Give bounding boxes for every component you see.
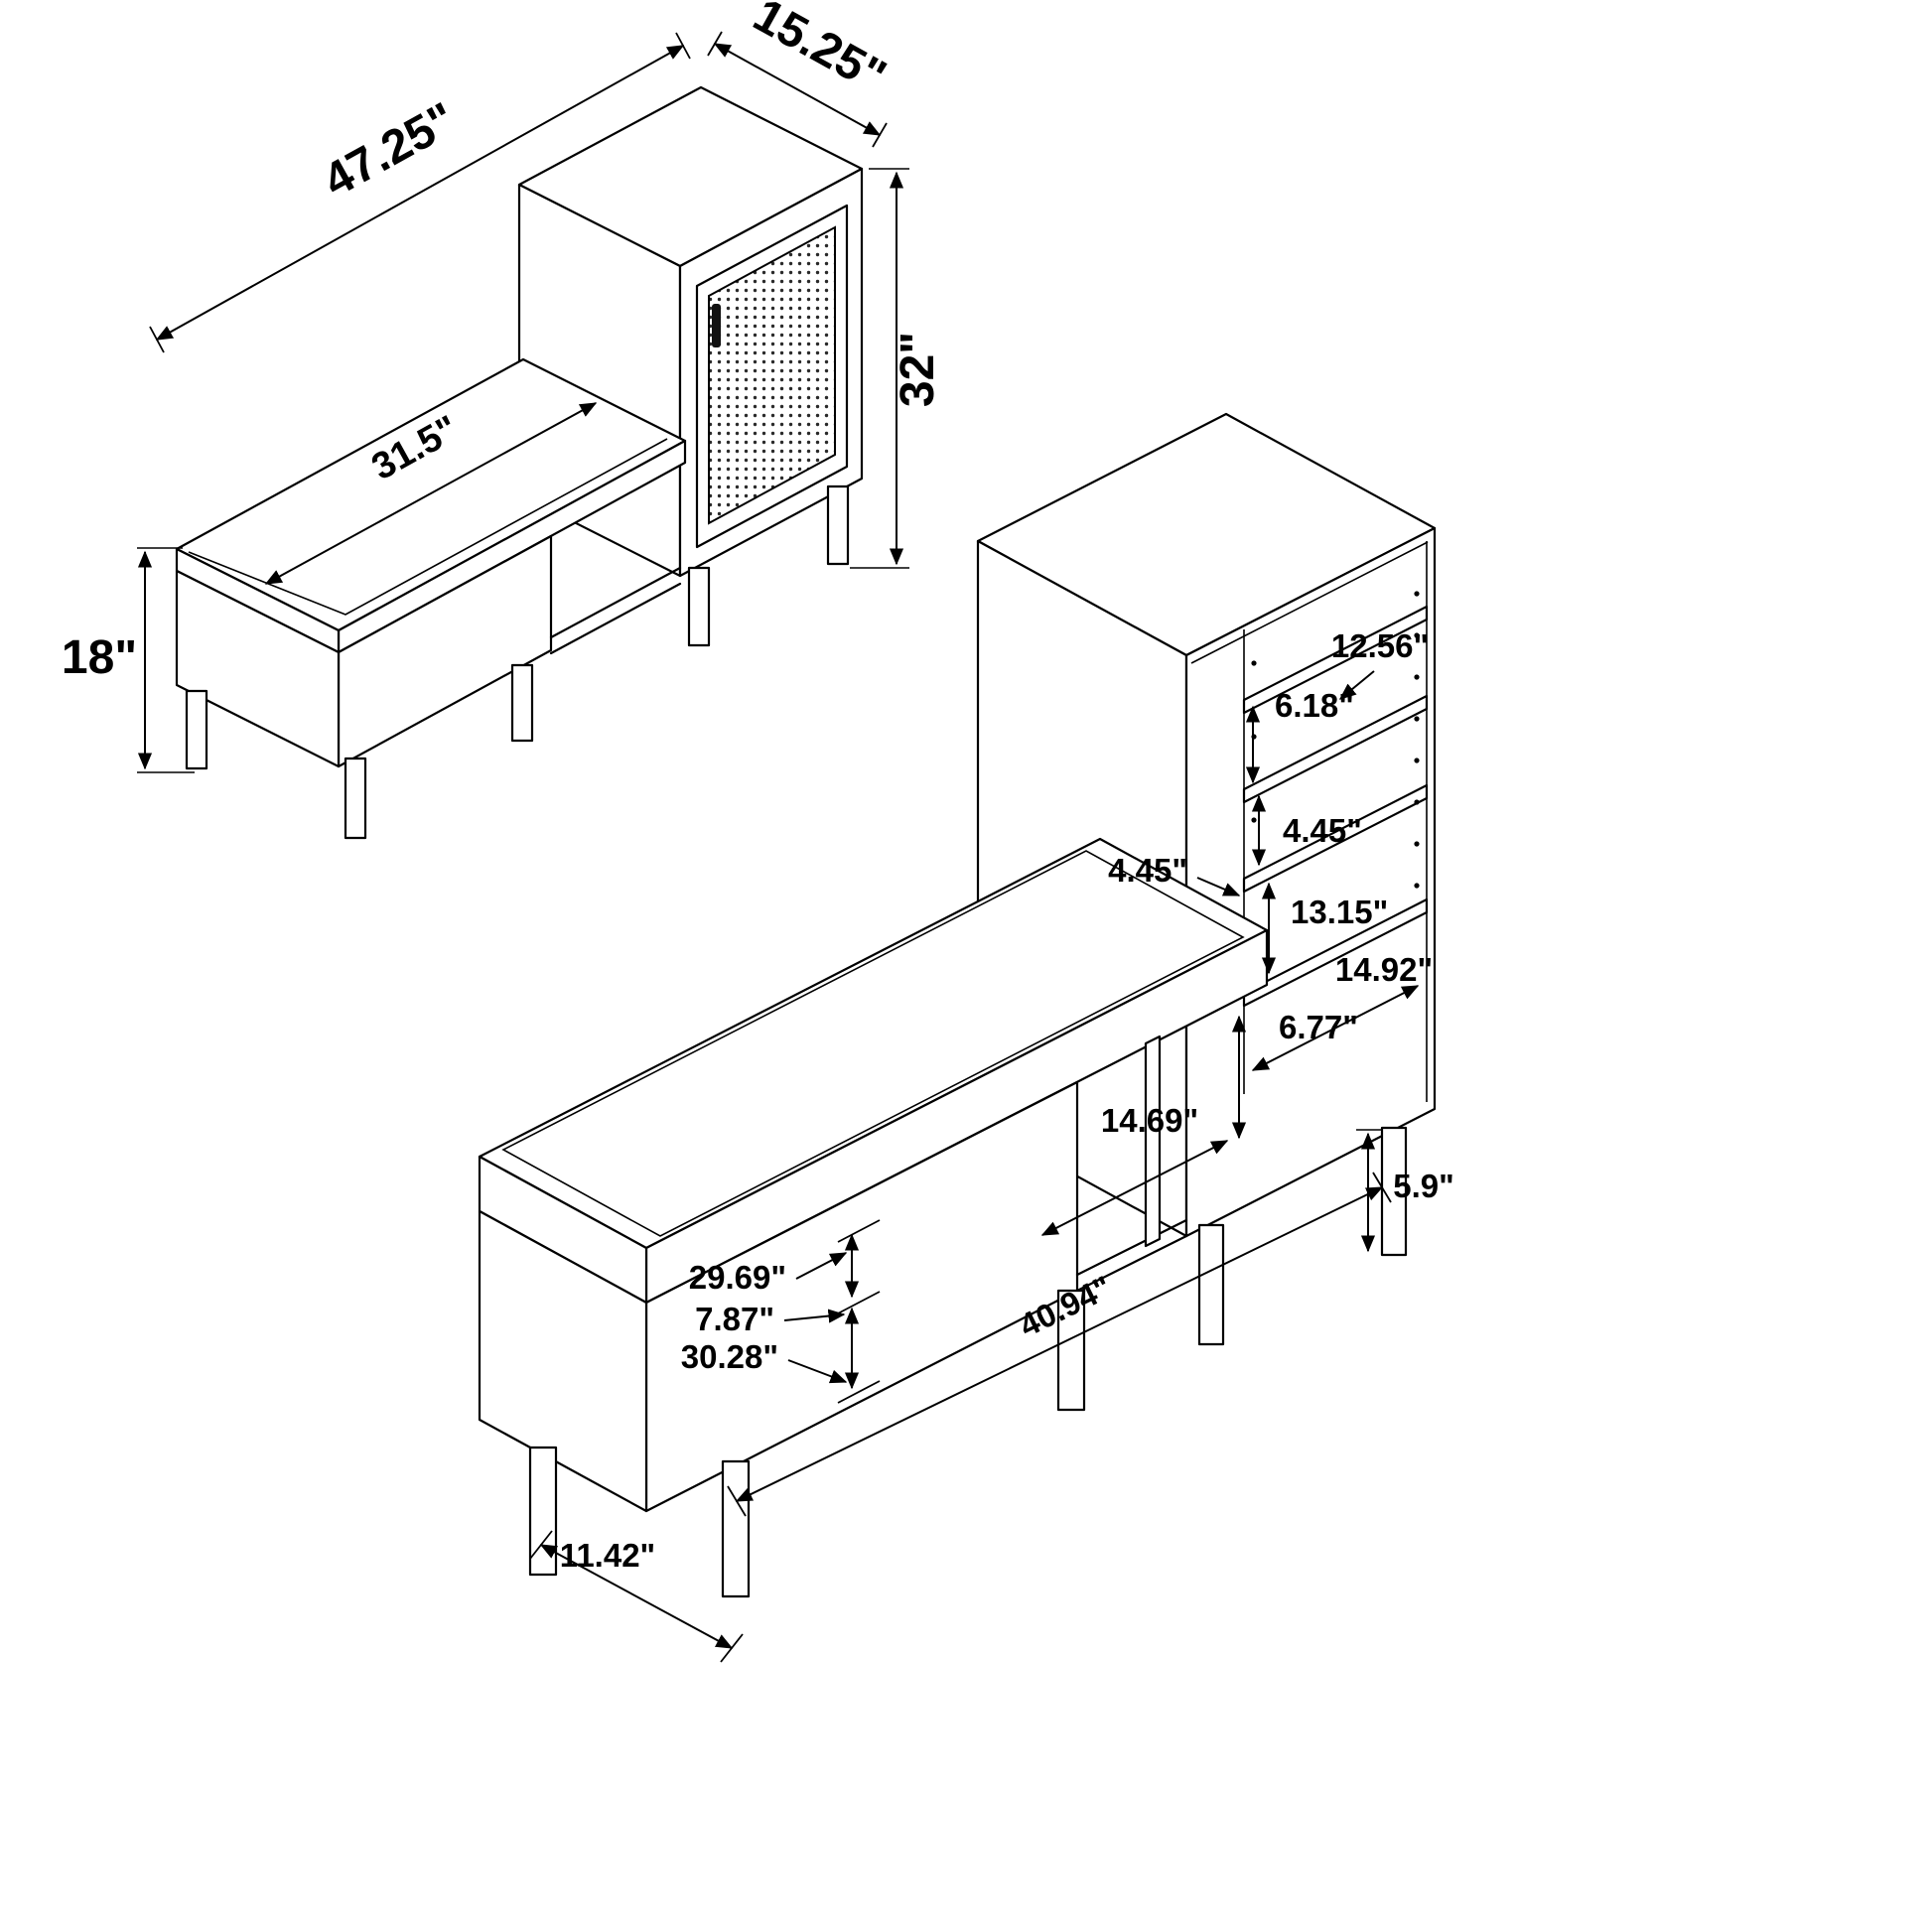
- dim-shelf-gap-middle: 4.45": [1251, 794, 1362, 867]
- bench-box-left-face: [175, 569, 341, 768]
- dim-base-height: 6.77": [1231, 1009, 1358, 1140]
- cabinet-leg-front-right: [826, 484, 850, 566]
- dim-shelf-depth: 12.56": [1331, 627, 1429, 700]
- dim-seat-depth-label: 29.69": [689, 1259, 786, 1296]
- unit-b-bench-with-open-shelves: 12.56" 6.18" 4.45" 13.15" 4.45" 14.92": [478, 412, 1454, 1663]
- cabinet-inner-top-edge: [1190, 541, 1429, 664]
- bench-bottom-rail: [549, 566, 682, 655]
- shelf-pin-holes-right: [1414, 591, 1420, 889]
- dim-shelf-gap-bottom-label: 13.15": [1291, 894, 1388, 930]
- shelf-2: [1242, 694, 1429, 804]
- dim-shelf-gap-bottom: 13.15": [1261, 882, 1388, 975]
- dim-leg-spacing: 11.42": [529, 1530, 744, 1663]
- dim-bench-height-label: 18": [62, 631, 137, 684]
- dim-shelf-depth-label: 12.56": [1331, 627, 1429, 664]
- dim-cubby-width: 14.92": [1251, 951, 1433, 1071]
- unit-a-bench-with-door-cabinet: 47.25" 15.25" 32" 31.5": [62, 0, 944, 840]
- bench-box-left-face-b: [478, 1209, 648, 1513]
- dim-seat-to-shelf-label: 4.45": [1108, 852, 1187, 889]
- bench-leg-front-left: [344, 757, 367, 840]
- dim-shelf-gap-middle-label: 4.45": [1283, 812, 1362, 849]
- dim-cabinet-height: 32": [850, 168, 944, 569]
- dim-shelf-gap-top: 6.18": [1245, 687, 1354, 784]
- dim-cabinet-height-label: 32": [892, 332, 944, 407]
- dim-cabinet-depth-label: 15.25": [745, 0, 895, 103]
- dim-cubby-width-label: 14.92": [1335, 951, 1433, 988]
- dim-leg-spacing-label: 11.42": [560, 1537, 655, 1574]
- dim-bench-height: 18": [62, 547, 195, 773]
- under-seat-support-post: [1144, 1035, 1162, 1248]
- shelf-bottom: [1242, 897, 1429, 1008]
- unit-b-bench: [478, 837, 1269, 1598]
- dim-leg-height-label: 5.9": [1393, 1168, 1454, 1204]
- bench-leg-back-left-b: [528, 1446, 558, 1577]
- cushion-inner-line: [501, 850, 1245, 1237]
- unit-a-cabinet: [517, 85, 864, 647]
- shelf-1: [1242, 605, 1429, 715]
- cabinet-leg-front-left: [687, 566, 711, 647]
- dim-seat-to-shelf: 4.45": [1108, 852, 1241, 897]
- bench-leg-front-left-b: [721, 1459, 751, 1598]
- dim-box-length-label: 30.28": [681, 1338, 778, 1375]
- bench-leg-right: [510, 663, 534, 743]
- open-cabinet-leg-left: [1197, 1223, 1225, 1346]
- shelf-3: [1242, 783, 1429, 894]
- dim-overall-length-label: 47.25": [315, 93, 465, 208]
- dim-shelf-gap-top-label: 6.18": [1275, 687, 1354, 724]
- cabinet-door-mesh-panel: [708, 225, 836, 525]
- dim-base-height-label: 6.77": [1279, 1009, 1358, 1045]
- door-handle: [712, 304, 721, 347]
- bench-leg-back-left: [185, 689, 208, 770]
- dim-cushion-thickness-label: 7.87": [695, 1301, 774, 1337]
- dim-support-spacing-label: 14.69": [1101, 1102, 1198, 1139]
